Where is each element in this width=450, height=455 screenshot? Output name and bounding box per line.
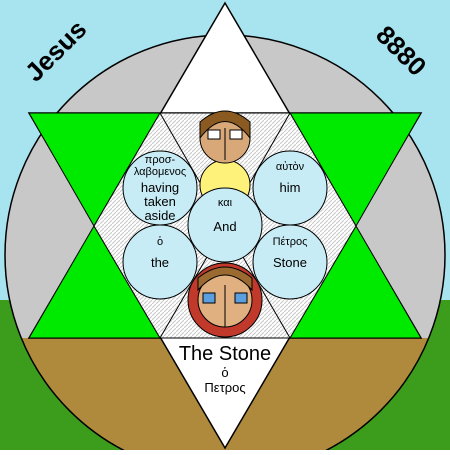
top-right-greek: αὐτὸν	[276, 161, 305, 173]
center-greek: και	[218, 197, 233, 209]
top-left-greek-2: λαβομενος	[134, 166, 186, 178]
bottom-greek-1: ὁ	[221, 365, 228, 380]
top-right-english: him	[280, 180, 301, 195]
top-face-figure	[199, 110, 251, 164]
bottom-face-figure	[187, 262, 263, 338]
circle-bottom-right	[252, 224, 328, 300]
bottom-left-greek: ὁ	[157, 236, 163, 248]
bottom-greek-2: Πετρος	[204, 380, 245, 395]
bottom-right-english: Stone	[273, 255, 307, 270]
top-left-greek-1: προσ-	[145, 154, 176, 166]
top-left-english-3: aside	[144, 208, 175, 223]
center-english: And	[213, 219, 236, 234]
top-left-english-2: taken	[144, 194, 176, 209]
top-left-english-1: having	[141, 180, 179, 195]
bottom-title: The Stone	[179, 343, 271, 365]
circle-bottom-left	[122, 224, 198, 300]
bottom-left-english: the	[151, 255, 169, 270]
circle-center	[187, 187, 263, 263]
bottom-right-greek: Πέτρος	[273, 236, 308, 248]
